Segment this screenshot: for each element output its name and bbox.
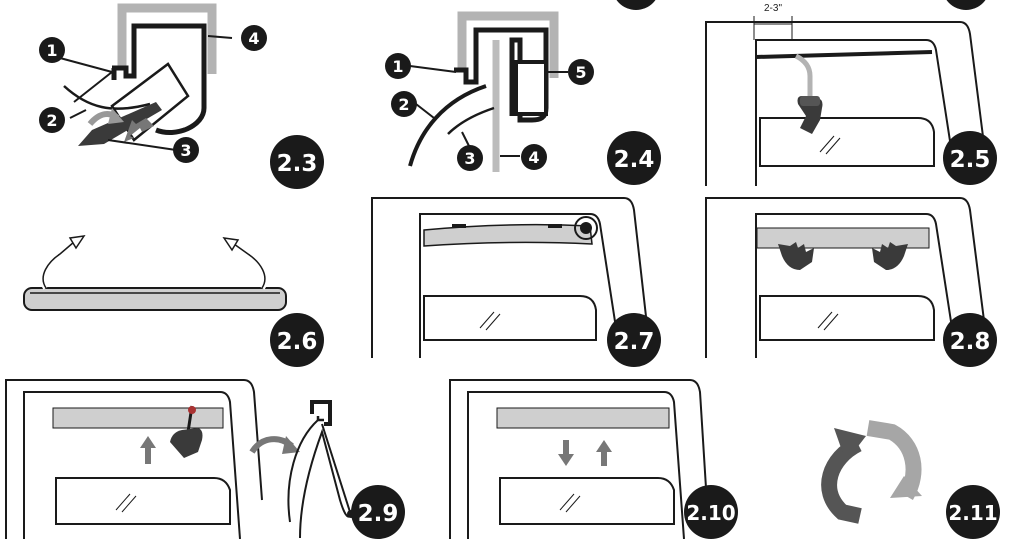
seal-strip-installed bbox=[497, 408, 669, 428]
glass-outline bbox=[760, 118, 934, 166]
clip-left bbox=[452, 224, 466, 228]
door-frame bbox=[6, 380, 262, 539]
leader-2 bbox=[416, 104, 434, 118]
inner-seal-block bbox=[516, 62, 546, 114]
step-badge-2-3: 2.3 bbox=[270, 135, 324, 189]
glass-reflection-icon bbox=[820, 136, 840, 154]
glass-reflection-icon bbox=[818, 312, 838, 330]
svg-text:2.10: 2.10 bbox=[686, 501, 735, 525]
glass-reflection-icon bbox=[480, 312, 500, 330]
callout-1: 1 bbox=[385, 53, 411, 79]
window-frame bbox=[756, 40, 956, 186]
callout-5: 5 bbox=[568, 59, 594, 85]
svg-text:2.4: 2.4 bbox=[614, 147, 655, 173]
seal-strip-installed bbox=[424, 225, 592, 246]
step-badge-2-6: 2.6 bbox=[270, 313, 324, 367]
step-badge-2-9: 2.9 bbox=[351, 485, 405, 539]
svg-text:1: 1 bbox=[46, 41, 57, 60]
step-2-3-panel: 1 2 3 4 2.3 bbox=[39, 8, 324, 189]
callout-4: 4 bbox=[241, 25, 267, 51]
svg-text:2.6: 2.6 bbox=[277, 329, 318, 355]
corner-target-dot bbox=[580, 222, 592, 234]
svg-text:2.7: 2.7 bbox=[614, 329, 655, 355]
step-2-5-panel: 2-3" 2.5 bbox=[706, 0, 997, 186]
callout-3: 3 bbox=[173, 137, 199, 163]
leader-2 bbox=[70, 110, 86, 118]
svg-text:2: 2 bbox=[398, 95, 409, 114]
step-badge-2-11: 2.11 bbox=[946, 485, 1000, 539]
svg-text:2.8: 2.8 bbox=[950, 329, 991, 355]
step-badge-2-10: 2.10 bbox=[684, 485, 738, 539]
up-arrow bbox=[596, 440, 612, 466]
glass-reflection-icon bbox=[116, 494, 136, 512]
step-2-10-panel: 2.10 bbox=[450, 380, 738, 539]
step-2-7-panel: 2.7 bbox=[372, 198, 661, 367]
channel-line bbox=[756, 52, 932, 57]
down-arrow bbox=[558, 440, 574, 466]
svg-text:3: 3 bbox=[464, 149, 475, 168]
svg-text:2: 2 bbox=[46, 111, 57, 130]
inner-curve bbox=[448, 108, 494, 134]
glass-outline bbox=[424, 296, 596, 340]
step-badge-2-4: 2.4 bbox=[607, 131, 661, 185]
seal-strip-installed bbox=[53, 408, 223, 428]
callout-2: 2 bbox=[391, 91, 417, 117]
step-2-6-panel: 2.6 bbox=[24, 236, 324, 367]
callout-4: 4 bbox=[521, 144, 547, 170]
step-2-4-panel: 1 2 3 4 5 2.4 bbox=[385, 0, 661, 185]
hand-icon bbox=[798, 96, 823, 134]
glass-outline bbox=[56, 478, 230, 524]
leader-1 bbox=[74, 72, 112, 102]
leader-3 bbox=[108, 140, 176, 150]
svg-text:4: 4 bbox=[528, 148, 539, 167]
leader-1 bbox=[410, 66, 456, 72]
glass-reflection-icon bbox=[560, 494, 580, 512]
svg-text:3: 3 bbox=[180, 141, 191, 160]
step-2-11-panel: 2.11 bbox=[829, 428, 1000, 539]
step-2-8-panel: 2.8 bbox=[706, 198, 997, 367]
glass-outline bbox=[760, 296, 934, 340]
clip-right bbox=[548, 224, 562, 228]
svg-text:2.11: 2.11 bbox=[948, 501, 997, 525]
svg-text:2.5: 2.5 bbox=[950, 147, 991, 173]
svg-text:2.3: 2.3 bbox=[277, 151, 318, 177]
callout-2: 2 bbox=[39, 107, 65, 133]
callout-3: 3 bbox=[457, 145, 483, 171]
svg-text:1: 1 bbox=[392, 57, 403, 76]
svg-text:2.9: 2.9 bbox=[358, 501, 399, 527]
door-frame bbox=[450, 380, 708, 539]
leader-1b bbox=[60, 58, 112, 72]
top-badge-partial bbox=[612, 0, 660, 10]
step-badge-2-8: 2.8 bbox=[943, 313, 997, 367]
top-badge-partial bbox=[942, 0, 990, 10]
svg-text:5: 5 bbox=[575, 63, 586, 82]
svg-text:4: 4 bbox=[248, 29, 259, 48]
step-badge-2-5: 2.5 bbox=[943, 131, 997, 185]
up-arrow bbox=[140, 436, 156, 464]
glass-outline bbox=[500, 478, 674, 524]
step-badge-2-7: 2.7 bbox=[607, 313, 661, 367]
svg-text:2-3": 2-3" bbox=[764, 3, 782, 14]
step-2-9-panel: 2.9 bbox=[6, 380, 405, 539]
seal-strip-bar bbox=[24, 288, 286, 310]
seal-detail bbox=[288, 402, 355, 538]
